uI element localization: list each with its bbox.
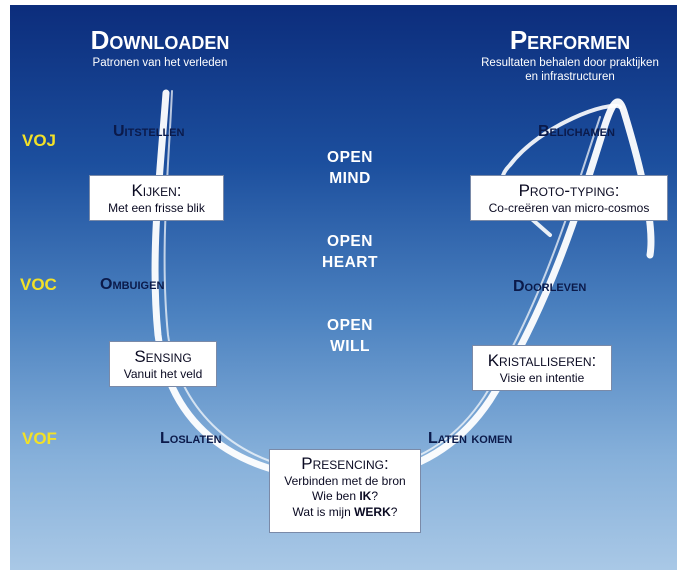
presencing-werk: WERK xyxy=(354,504,391,519)
open-will: OPEN WILL xyxy=(295,316,405,358)
performen-subtitle: Resultaten behalen door praktijken en in… xyxy=(455,57,677,85)
presencing-ik: IK xyxy=(359,489,372,504)
box-kijken-title: Kijken: xyxy=(131,181,182,200)
open-heart-line2: HEART xyxy=(322,253,378,271)
box-kristalliseren-desc: Visie en intentie xyxy=(499,370,585,385)
open-heart-line1: OPEN xyxy=(327,233,373,250)
box-presencing-line2: Wie ben IK? xyxy=(270,489,420,505)
box-sensing-desc: Vanuit het veld xyxy=(123,366,203,381)
open-will-line2: WILL xyxy=(330,337,370,355)
presencing-line3-qmark: ? xyxy=(390,504,398,519)
level-voc: VOC xyxy=(20,275,57,294)
stage-laten-komen: Laten komen xyxy=(428,430,513,447)
box-kristalliseren: Kristalliseren: Visie en intentie xyxy=(472,345,612,391)
box-sensing-title: Sensing xyxy=(134,347,192,366)
presencing-line3-text: Wat is mijn xyxy=(292,504,355,519)
performen-title: Performen xyxy=(509,25,631,55)
u-diagram: Downloaden Patronen van het verleden Per… xyxy=(10,5,677,570)
stage-uitstellen: Uitstellen xyxy=(113,123,185,140)
open-heart: OPEN HEART xyxy=(295,232,405,274)
box-kijken-desc: Met een frisse blik xyxy=(108,200,205,215)
box-presencing-title: Presencing: xyxy=(301,454,389,473)
presencing-line2-text: Wie ben xyxy=(311,489,360,504)
box-presencing: Presencing: Verbinden met de bron Wie be… xyxy=(269,449,421,533)
downloaden-title: Downloaden xyxy=(90,25,230,55)
box-prototyping: Proto-typing: Co-creëren van micro-cosmo… xyxy=(470,175,668,221)
box-prototyping-desc: Co-creëren van micro-cosmos xyxy=(488,200,650,215)
level-vof: VOF xyxy=(22,429,57,448)
box-kristalliseren-title: Kristalliseren: xyxy=(487,351,597,370)
open-mind: OPEN MIND xyxy=(295,148,405,190)
level-voj: VOJ xyxy=(22,131,57,150)
stage-loslaten: Loslaten xyxy=(160,430,222,447)
presencing-line2-qmark: ? xyxy=(371,489,379,504)
box-prototyping-title: Proto-typing: xyxy=(518,181,620,200)
box-presencing-line3: Wat is mijn WERK? xyxy=(270,505,420,521)
box-sensing: Sensing Vanuit het veld xyxy=(109,341,217,387)
stage-doorleven: Doorleven xyxy=(513,278,587,295)
stage-belichamen: Belichamen xyxy=(538,123,615,140)
stage-ombuigen: Ombuigen xyxy=(100,276,165,293)
performen-subtitle-line1: Resultaten behalen door praktijken xyxy=(481,57,659,69)
open-mind-line1: OPEN xyxy=(327,149,373,166)
downloaden-subtitle: Patronen van het verleden xyxy=(92,57,228,69)
performen-subtitle-line2: en infrastructuren xyxy=(525,70,615,83)
open-mind-line2: MIND xyxy=(329,169,371,187)
box-kijken: Kijken: Met een frisse blik xyxy=(89,175,224,221)
box-presencing-line1: Verbinden met de bron xyxy=(284,473,406,488)
open-will-line1: OPEN xyxy=(327,317,373,334)
